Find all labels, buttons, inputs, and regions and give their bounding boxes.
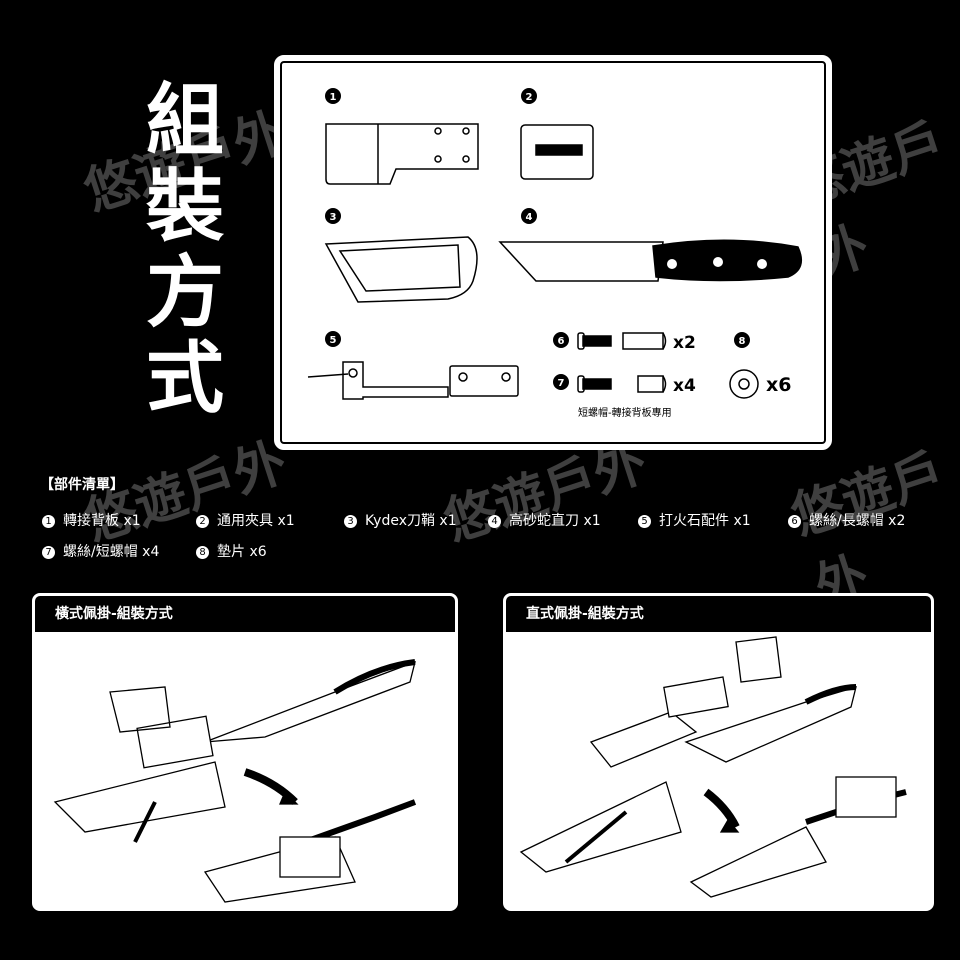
knife-part [498,241,664,282]
svg-text:8: 8 [739,336,746,347]
screw-parts [577,332,759,399]
svg-text:2: 2 [526,92,533,103]
panel-title: 直式佩掛-組裝方式 [506,596,931,632]
panel-title: 橫式佩掛-組裝方式 [35,596,455,632]
title-char: 裝 [145,162,224,252]
title-char: 式 [145,334,224,424]
svg-text:1: 1 [330,92,337,103]
kydex-sheath-part [324,236,478,303]
back-plate-part [325,123,479,185]
page-title: 組 裝 方 式 [140,78,230,422]
qty-6: x2 [673,333,696,353]
qty-7: x4 [673,376,696,396]
horizontal-assembly-panel: 橫式佩掛-組裝方式 [32,593,458,911]
qty-8: x6 [766,374,791,396]
parts-illustration: 1 2 3 4 5 6 7 8 x2 x4 x6 短螺帽-轉接背板專用 [307,88,803,419]
title-char: 方 [145,248,224,338]
svg-text:7: 7 [558,378,565,389]
title-char: 組 [145,76,224,166]
vertical-assembly-panel: 直式佩掛-組裝方式 [503,593,934,911]
vertical-assembly-illustration [519,636,907,898]
svg-text:5: 5 [330,335,337,346]
svg-text:3: 3 [330,212,337,223]
svg-text:6: 6 [558,336,565,347]
fire-starter-part [342,361,449,400]
short-nut-note: 短螺帽-轉接背板專用 [578,406,672,419]
svg-text:4: 4 [526,212,533,223]
universal-clip-part [520,124,594,180]
parts-diagram: 1 2 3 4 5 6 7 8 x2 x4 x6 短螺帽-轉接背板專用 [274,55,832,450]
parts-list: 【部件清單】 [40,474,124,508]
horizontal-assembly-illustration [53,659,417,903]
parts-list-heading: 【部件清單】 [40,477,124,493]
